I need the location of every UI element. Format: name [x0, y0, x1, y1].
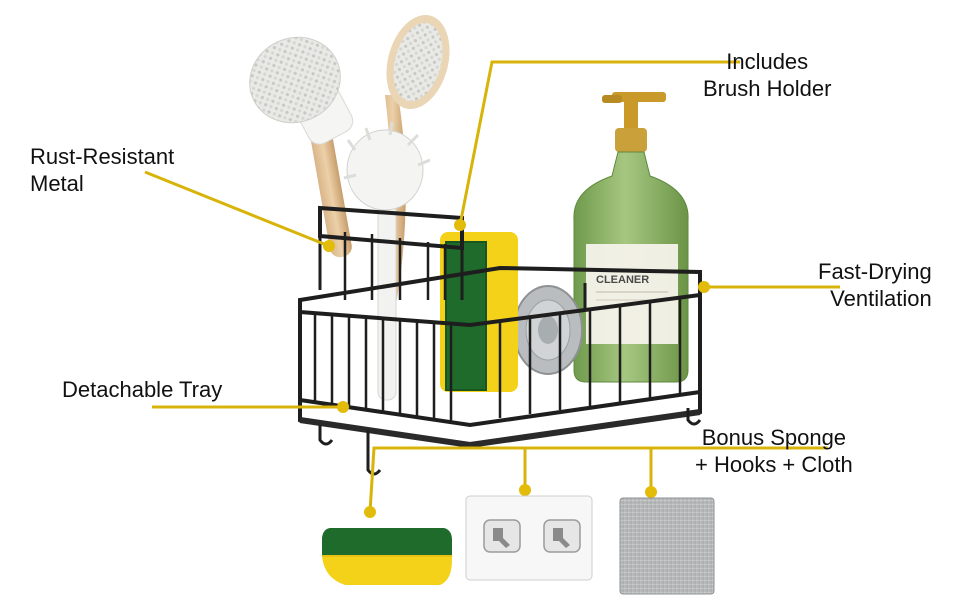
soap-bottle: CLEANER [573, 92, 689, 383]
callout-rust-resistant: Rust-Resistant Metal [30, 143, 174, 197]
callout-rust-line1: Rust-Resistant [30, 144, 175, 169]
callout-brush-holder: Includes Brush Holder [703, 48, 831, 102]
callout-bonus-line1: Bonus Sponge [701, 425, 847, 450]
callout-brush-line2: Brush Holder [703, 76, 832, 101]
callout-detachable-tray: Detachable Tray [62, 376, 222, 403]
callout-dots [323, 219, 710, 518]
callout-dry-line2: Ventilation [830, 286, 932, 311]
sponge-in-holder [440, 232, 518, 392]
round-dish-brush [249, 36, 354, 258]
callout-bonus: Bonus Sponge + Hooks + Cloth [695, 424, 853, 478]
bottle-label-text: CLEANER [596, 274, 649, 286]
callout-bonus-line2: + Hooks + Cloth [695, 452, 853, 477]
sponge-icon [322, 528, 452, 585]
callout-rust-line2: Metal [30, 171, 84, 196]
adhesive-hooks-icon [465, 495, 593, 581]
callout-dry-line1: Fast-Drying [818, 259, 932, 284]
callout-tray-line1: Detachable Tray [62, 377, 223, 402]
callout-fast-drying: Fast-Drying Ventilation [818, 258, 932, 312]
dish-cloth-icon [619, 497, 715, 595]
brushes-group [249, 14, 450, 401]
callout-lines [144, 60, 840, 513]
callout-brush-line1: Includes [726, 49, 809, 74]
steel-scrubber [513, 285, 583, 375]
